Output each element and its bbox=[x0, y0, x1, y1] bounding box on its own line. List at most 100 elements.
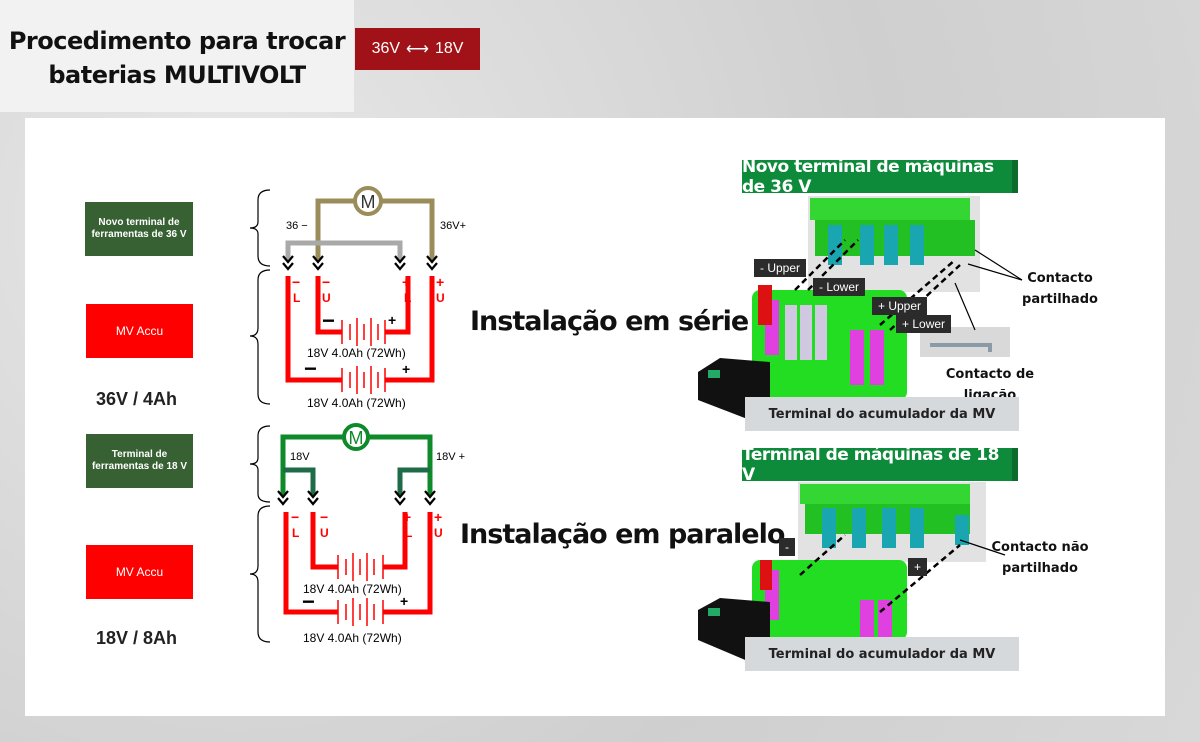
diagram-label: − bbox=[302, 589, 315, 614]
battery-icon-2 bbox=[337, 598, 384, 626]
diagram-shape bbox=[822, 508, 836, 548]
diagram-label: U bbox=[436, 291, 445, 305]
diagram-label: + bbox=[403, 509, 411, 525]
battery-label: 18V 4.0Ah (72Wh) bbox=[307, 346, 406, 360]
diagram-shape bbox=[879, 544, 961, 613]
diagram-label: + bbox=[436, 274, 444, 290]
diagram-label: 18V bbox=[290, 451, 310, 463]
diagram-label: U bbox=[434, 526, 443, 540]
parallel-accu-terminal-label: Terminal do acumulador da MV bbox=[745, 637, 1019, 671]
diagram-shape bbox=[810, 198, 970, 220]
inner-red-wire bbox=[315, 276, 411, 335]
battery-label: 18V 4.0Ah (72Wh) bbox=[303, 582, 402, 596]
series-accu-label: MV Accu bbox=[86, 304, 193, 358]
diagram-shape bbox=[910, 225, 924, 265]
diagram-shape bbox=[910, 508, 924, 548]
diagram-shape bbox=[828, 225, 924, 265]
parallel-capacity: 18V / 8Ah bbox=[96, 628, 178, 648]
parallel-circuit: M 18V 18V + −L −U +L +U − + 18V 4.0Ah (7… bbox=[276, 423, 465, 645]
diagram-shape bbox=[799, 534, 846, 576]
tag-minus-upper: - Upper bbox=[754, 259, 807, 277]
diagram-shape bbox=[878, 600, 892, 640]
diagram-shape bbox=[954, 249, 1023, 331]
diagram-shape bbox=[758, 285, 772, 325]
plus-36-label: 36V+ bbox=[440, 220, 466, 232]
diagram-shape bbox=[967, 263, 1023, 281]
series-circuit: M 36 − 36V+ −L −U +L +U − + − + 18V 4.0A… bbox=[281, 186, 466, 410]
parallel-connector-illustration bbox=[698, 482, 1006, 662]
diagram-shape bbox=[860, 225, 874, 265]
badge-left: 36V bbox=[371, 40, 401, 57]
tag-minus-lower: - Lower bbox=[813, 278, 866, 296]
parallel-accu-label: MV Accu bbox=[86, 545, 193, 599]
diagram-shape bbox=[850, 330, 864, 385]
battery-icon-1 bbox=[341, 318, 386, 346]
tag-minus: - bbox=[779, 538, 795, 556]
diagram-shape bbox=[959, 539, 1006, 556]
diagram-shape bbox=[930, 343, 992, 352]
parallel-terminal-label: Terminal de ferramentas de 18 V bbox=[86, 434, 193, 488]
brace-bottom-1 bbox=[249, 425, 271, 503]
badge-right: 18V bbox=[434, 40, 464, 57]
diagram-shape bbox=[785, 305, 797, 360]
diagram-label: + bbox=[402, 274, 410, 290]
diagram-shape bbox=[708, 370, 720, 378]
diagram-shape bbox=[870, 330, 884, 385]
diagram-shape bbox=[785, 305, 827, 360]
brace-bottom-2 bbox=[249, 505, 271, 643]
diagram-shape bbox=[954, 282, 976, 331]
diagram-label: − bbox=[291, 509, 299, 525]
battery-label: 18V 4.0Ah (72Wh) bbox=[307, 396, 406, 410]
diagram-shape bbox=[822, 508, 969, 548]
series-heading: Instalação em série bbox=[470, 306, 749, 337]
shared-contact-label: Contacto partilhado bbox=[1022, 271, 1098, 307]
parallel-figure-title: Terminal de máquinas de 18 V bbox=[742, 445, 1018, 485]
diagram-label: L bbox=[404, 291, 411, 305]
diagram-shape bbox=[852, 508, 866, 548]
diagram-shape bbox=[800, 305, 812, 360]
bridge-wire-minus bbox=[283, 467, 316, 495]
diagram-label: + bbox=[388, 312, 396, 328]
diagram-shape bbox=[882, 508, 896, 548]
brace-top-2 bbox=[249, 269, 271, 405]
diagram-label: + bbox=[400, 593, 408, 609]
diagram-shape bbox=[860, 600, 874, 640]
diagram-label: L bbox=[405, 526, 412, 540]
diagram-shape bbox=[955, 515, 969, 545]
motor-icon bbox=[353, 186, 383, 216]
tag-plus-lower: + Lower bbox=[896, 315, 952, 333]
diagram-shape bbox=[879, 259, 956, 326]
title-line-1: Procedimento para trocar bbox=[8, 27, 346, 55]
battery-icon-2 bbox=[341, 366, 386, 394]
brace-top-1 bbox=[249, 189, 271, 267]
tag-plus-upper: + Upper bbox=[872, 297, 928, 315]
diagram-shape bbox=[794, 239, 846, 291]
diagram-label: − bbox=[292, 274, 300, 290]
outer-red-wire bbox=[283, 512, 433, 615]
diagram-label: L bbox=[292, 526, 299, 540]
series-figure-title: Novo terminal de máquinas de 36 V bbox=[742, 157, 1018, 197]
tag-plus: + bbox=[908, 558, 928, 576]
series-terminal-label: Novo terminal de ferramentas de 36 V bbox=[85, 202, 193, 256]
diagram-label: − bbox=[304, 356, 317, 381]
outer-red-wire bbox=[285, 276, 435, 383]
diagram-label: U bbox=[320, 526, 329, 540]
diagram-shape: −L −U +L +U bbox=[291, 509, 443, 540]
battery-label: 18V 4.0Ah (72Wh) bbox=[303, 631, 402, 645]
diagram-shape bbox=[760, 560, 772, 590]
diagram-label: + bbox=[402, 361, 410, 377]
nonshared-contact-label: Contacto não partilhado bbox=[991, 540, 1089, 576]
diagram-shape bbox=[799, 534, 961, 613]
diagram-shape bbox=[800, 484, 970, 504]
bridge-wire bbox=[285, 240, 403, 260]
diagram-shape bbox=[884, 225, 898, 265]
diagram-shape bbox=[974, 249, 1023, 281]
minus-36-label: 36 − bbox=[286, 220, 308, 232]
motor-label: M bbox=[361, 192, 376, 212]
motor-label: M bbox=[349, 428, 364, 448]
diagram-label: + bbox=[434, 509, 442, 525]
bridge-wire-plus bbox=[397, 467, 430, 495]
inner-red-wire bbox=[310, 512, 408, 570]
